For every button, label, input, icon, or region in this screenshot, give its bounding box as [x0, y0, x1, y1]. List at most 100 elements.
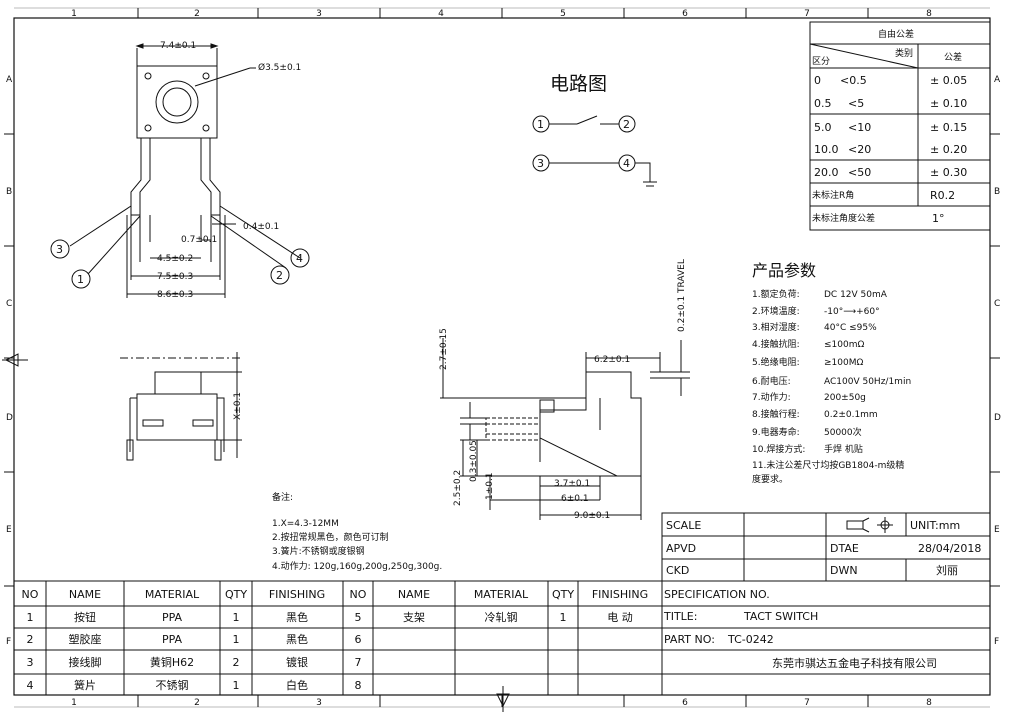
bom-header: MATERIAL [474, 588, 529, 601]
param-value: ≥100MΩ [824, 358, 863, 368]
bom-labels: NO NAME MATERIAL QTY FINISHING NO NAME M… [22, 588, 649, 692]
bom-cell: 1 [233, 679, 240, 692]
bom-cell: 镀银 [286, 655, 308, 669]
dim-6: 6±0.1 [561, 494, 589, 504]
bom-cell: 8 [355, 679, 362, 692]
pin-label: 2 [276, 269, 283, 282]
dim-pin-gap: 0.7±0.1 [181, 235, 217, 245]
dim-6-2: 6.2±0.1 [594, 355, 630, 365]
param-value: -10°⟶+60° [824, 307, 880, 317]
col-label: 7 [804, 9, 810, 19]
date-value: 28/04/2018 [918, 542, 981, 555]
col-label: 3 [316, 9, 322, 19]
bom-cell: PPA [162, 633, 183, 646]
bom-cell: 按钮 [74, 610, 96, 624]
row-label: F [6, 637, 11, 647]
dim-width: 7.4±0.1 [160, 41, 196, 51]
circuit-diagram [532, 115, 657, 187]
bom-cell: PPA [162, 611, 183, 624]
note-line: 2.按扭常规黑色，颜色可订制 [272, 531, 389, 543]
tol-draft-label: 未标注角度公差 [812, 212, 875, 224]
param-value: 0.2±0.1mm [824, 410, 878, 420]
bom-header: QTY [225, 588, 247, 601]
title-block-labels: SCALE UNIT:mm APVD DTAE 28/04/2018 CKD D… [663, 519, 981, 670]
circuit-title: 电路图 [550, 73, 607, 95]
bom-header: NAME [398, 588, 430, 601]
param-value: 40°C ≤95% [824, 323, 877, 333]
param-label: 8.接触行程: [752, 408, 800, 420]
bom-header: FINISHING [269, 588, 325, 601]
bom-cell: 冷轧钢 [485, 610, 518, 624]
tol-value: ± 0.10 [930, 97, 967, 110]
bom-cell: 塑胶座 [69, 632, 102, 646]
note-line: 3.簧片:不锈钢或度银钢 [272, 545, 365, 557]
param-label: 7.动作力: [752, 391, 791, 403]
col-label: 7 [804, 698, 810, 708]
bom-header: NAME [69, 588, 101, 601]
dim-pin-thickness: 0.4±0.1 [243, 222, 279, 232]
notes: 备注: 1.X=4.3-12MM 2.按扭常规黑色，颜色可订制 3.簧片:不锈钢… [272, 491, 442, 572]
bom-cell: 1 [233, 611, 240, 624]
param-label: 9.电器寿命: [752, 426, 800, 438]
dim-3-7: 3.7±0.1 [554, 479, 590, 489]
node-label: 4 [623, 157, 630, 170]
bom-cell: 6 [355, 633, 362, 646]
tol-from: 20.0 [814, 166, 839, 179]
bom-header: MATERIAL [145, 588, 200, 601]
title-block [661, 512, 991, 696]
col-label: 6 [682, 698, 688, 708]
side-view-drawing [440, 338, 690, 520]
tol-r-angle-label: 未标注R角 [812, 189, 854, 201]
dim-diameter: Ø3.5±0.1 [258, 62, 301, 73]
circuit-nodes: 1 2 3 4 [537, 118, 630, 170]
ckd-label: CKD [666, 564, 689, 577]
row-label: C [994, 299, 1000, 309]
row-label: D [6, 413, 13, 423]
row-label: D [994, 413, 1001, 423]
scale-label: SCALE [666, 519, 701, 532]
col-label: 2 [194, 698, 200, 708]
bom-cell: 7 [355, 656, 362, 669]
bom-cell: 电 动 [607, 611, 633, 624]
dim-4-5: 4.5±0.2 [157, 254, 193, 264]
bom-header: NO [350, 588, 367, 601]
tol-value: ± 0.20 [930, 143, 967, 156]
dim-travel: 0.2±0.1 TRAVEL [677, 259, 687, 332]
tol-title: 自由公差 [878, 28, 914, 40]
row-label: A [994, 75, 1001, 85]
part-label: PART NO: [664, 633, 715, 646]
tol-draft-value: 1° [932, 212, 945, 225]
tol-value: ± 0.05 [930, 74, 967, 87]
row-label: C [6, 299, 12, 309]
tol-from: 0 [814, 74, 821, 87]
bom-cell: 黑色 [286, 610, 308, 624]
col-label: 6 [682, 9, 688, 19]
dwn-name: 刘丽 [936, 564, 958, 577]
dwn-label: DWN [830, 564, 858, 577]
param-label: 6.耐电压: [752, 375, 791, 387]
param-value: 50000次 [824, 426, 862, 438]
title-label: TITLE: [663, 610, 697, 623]
row-label: B [6, 187, 12, 197]
row-label: E [994, 525, 1000, 535]
tol-value: ± 0.15 [930, 121, 967, 134]
bom-cell: 簧片 [74, 678, 96, 692]
bom-cell: 白色 [286, 678, 308, 692]
param-note: 11.未注公差尺寸均按GB1804-m级精 [752, 459, 904, 471]
param-value: DC 12V 50mA [824, 290, 888, 300]
col-label: 1 [71, 698, 77, 708]
bom-header: NO [22, 588, 39, 601]
bom-cell: 4 [27, 679, 34, 692]
row-label: E [6, 525, 12, 535]
param-note: 度要求。 [752, 473, 788, 485]
tol-hdr-tol: 公差 [944, 51, 962, 63]
bom-cell: 2 [233, 656, 240, 669]
param-label: 4.接触抗阻: [752, 338, 800, 350]
tolerance-table [809, 21, 991, 231]
bom-cell: 1 [27, 611, 34, 624]
param-value: 200±50g [824, 393, 866, 403]
param-label: 2.环境温度: [752, 305, 800, 317]
spec-label: SPECIFICATION NO. [664, 588, 770, 601]
param-label: 10.焊接方式: [752, 443, 805, 455]
